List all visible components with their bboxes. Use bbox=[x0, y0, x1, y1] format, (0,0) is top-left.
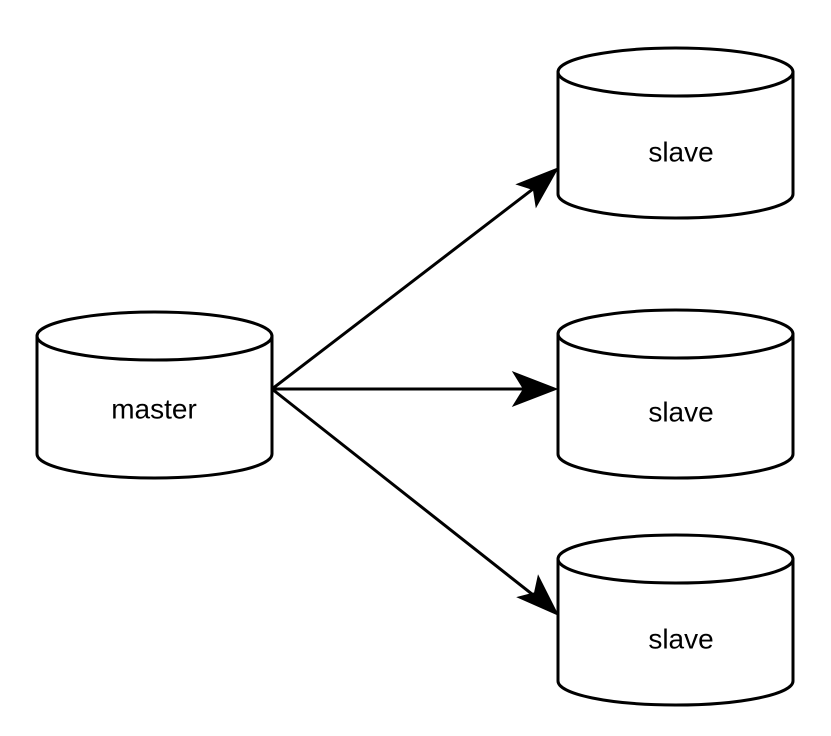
edge-master-to-slave-2[interactable] bbox=[272, 370, 559, 408]
arrowhead-icon bbox=[511, 370, 559, 408]
node-slave-3[interactable]: slave bbox=[556, 533, 795, 707]
node-layer: master slave slave slave bbox=[35, 46, 795, 707]
edge-master-to-slave-3[interactable] bbox=[271, 387, 560, 617]
cylinder-top-ellipse bbox=[556, 46, 795, 98]
node-label-slave-2: slave bbox=[648, 396, 713, 427]
edge-layer bbox=[271, 167, 560, 617]
node-slave-1[interactable]: slave bbox=[556, 46, 795, 220]
cylinder-body bbox=[556, 332, 795, 480]
edge-line bbox=[271, 387, 547, 606]
cylinder-top-ellipse bbox=[556, 308, 795, 360]
edge-line bbox=[271, 179, 546, 391]
arrowhead-icon bbox=[516, 574, 560, 617]
cylinder-body bbox=[35, 334, 274, 480]
edge-master-to-slave-1[interactable] bbox=[271, 167, 560, 391]
cylinder-top-ellipse bbox=[35, 310, 274, 362]
node-label-slave-3: slave bbox=[648, 623, 713, 654]
node-master[interactable]: master bbox=[35, 310, 274, 480]
arrowhead-icon bbox=[515, 167, 560, 209]
cylinder-top-ellipse bbox=[556, 533, 795, 585]
node-slave-2[interactable]: slave bbox=[556, 308, 795, 480]
node-label-slave-1: slave bbox=[648, 136, 713, 167]
node-label-master: master bbox=[111, 393, 197, 424]
cylinder-body bbox=[556, 70, 795, 220]
cylinder-body bbox=[556, 557, 795, 707]
